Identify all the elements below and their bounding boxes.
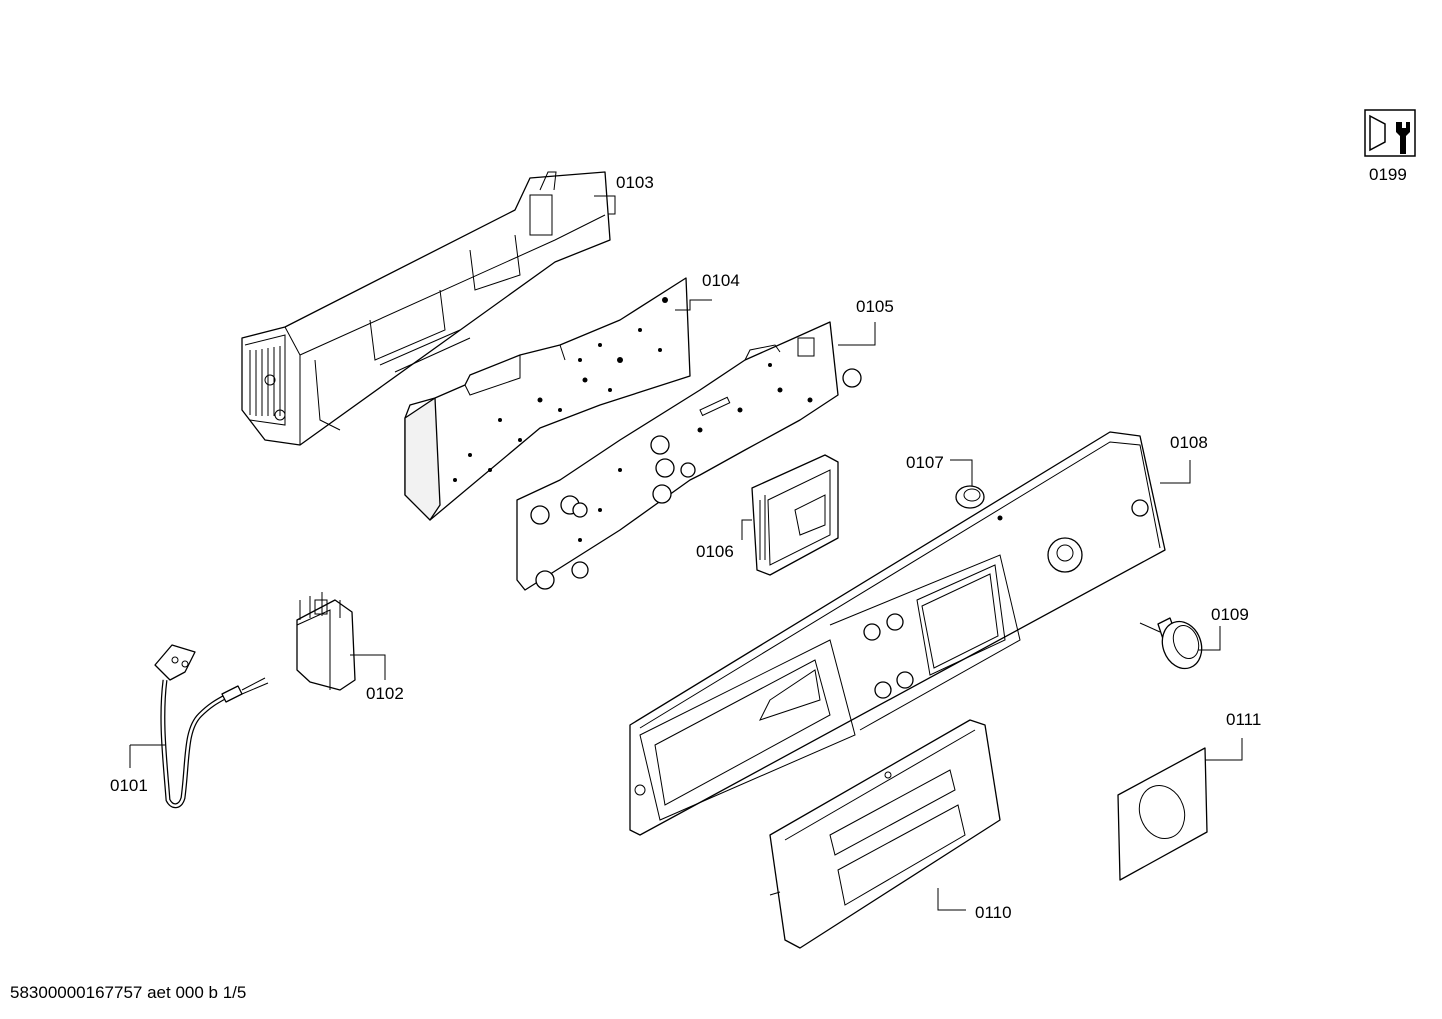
service-icon-label: 0199: [1369, 165, 1407, 184]
screwdriver-wrench-icon: [1364, 109, 1416, 157]
drawer-front[interactable]: [769, 719, 1001, 949]
label-0104: 0104: [702, 271, 740, 290]
power-cord[interactable]: [154, 644, 269, 809]
label-0103: 0103: [616, 173, 654, 192]
label-0106: 0106: [696, 542, 734, 561]
interference-filter[interactable]: [296, 592, 356, 691]
label-0109: 0109: [1211, 605, 1249, 624]
label-0108: 0108: [1170, 433, 1208, 452]
label-0107: 0107: [906, 453, 944, 472]
light-guide[interactable]: [955, 485, 985, 509]
label-0102: 0102: [366, 684, 404, 703]
display-holder[interactable]: [751, 454, 839, 576]
label-0110: 0110: [975, 903, 1012, 922]
label-0111: 0111: [1226, 710, 1261, 729]
circuit-board-2[interactable]: [516, 321, 862, 591]
tactile-buttons: [530, 368, 862, 590]
label-0105: 0105: [856, 297, 894, 316]
label-0101: 0101: [110, 776, 148, 795]
sticker[interactable]: [1117, 747, 1208, 881]
selector-knob[interactable]: [1139, 616, 1208, 674]
module-housing[interactable]: [241, 171, 611, 446]
drawing-reference: 58300000167757 aet 000 b 1/5: [10, 983, 246, 1002]
control-panel[interactable]: [629, 431, 1166, 836]
circuit-board-1[interactable]: [404, 277, 691, 521]
